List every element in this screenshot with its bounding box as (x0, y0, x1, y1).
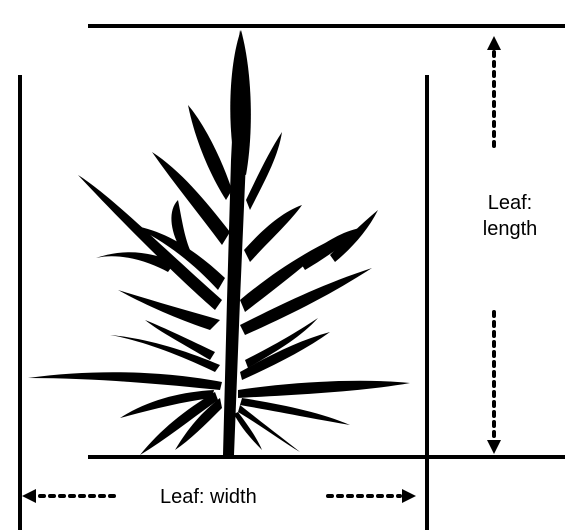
leaf-silhouette-icon (28, 30, 410, 455)
leaf-width-label: Leaf: width (160, 484, 257, 510)
arrow-left-icon (22, 489, 36, 503)
arrow-down-icon (487, 440, 501, 454)
leaf-length-label-line1: Leaf: (455, 190, 565, 216)
arrow-up-icon (487, 36, 501, 50)
length-arrow (487, 36, 501, 454)
measurement-lines (20, 26, 565, 530)
leaf-length-label: Leaf: length (455, 190, 565, 242)
leaf-length-label-line2: length (455, 216, 565, 242)
arrow-right-icon (402, 489, 416, 503)
